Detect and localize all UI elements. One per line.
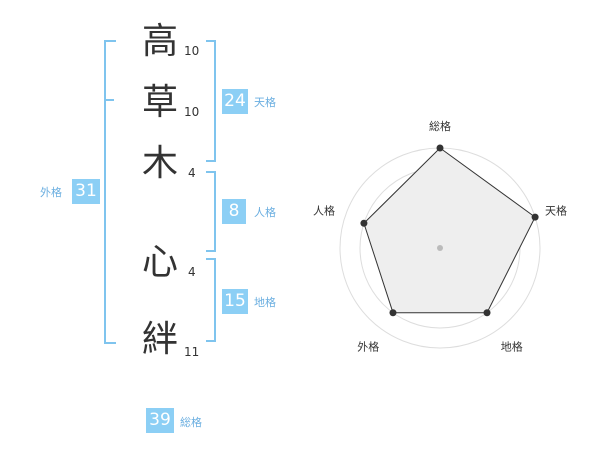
kanji-2: 草 <box>141 82 178 123</box>
jinkaku-bracket <box>206 171 216 252</box>
kanji-5: 絆 <box>141 319 178 360</box>
radar-point-1 <box>436 144 444 152</box>
jinkaku-value: 8 <box>222 199 246 224</box>
tenkaku-label: 天格 <box>254 96 276 109</box>
radar-points <box>360 144 539 317</box>
radar-point-5 <box>360 219 368 227</box>
radar-axis-label-5: 人格 <box>313 203 335 217</box>
radar-polygon <box>363 147 536 314</box>
soukaku-label: 総格 <box>180 416 202 429</box>
gaikaku-value: 31 <box>72 179 100 204</box>
radar-center-dot <box>437 245 443 251</box>
stroke-count-4: 4 <box>188 265 196 279</box>
chikaku-bracket <box>206 258 216 342</box>
stroke-count-2: 10 <box>184 105 200 119</box>
chikaku-value: 15 <box>222 289 248 314</box>
stroke-count-1: 10 <box>184 44 200 58</box>
stroke-count-5: 11 <box>184 345 200 359</box>
chikaku-label: 地格 <box>254 296 276 309</box>
radar-point-4 <box>389 309 397 317</box>
radar-point-2 <box>531 213 539 221</box>
stroke-count-3: 4 <box>188 166 196 180</box>
jinkaku-label: 人格 <box>254 206 276 219</box>
radar-axis-label-1: 総格 <box>429 119 451 133</box>
soukaku-value: 39 <box>146 408 174 433</box>
gaikaku-bracket-tick <box>104 99 114 101</box>
tenkaku-bracket <box>206 40 216 162</box>
radar-point-3 <box>483 309 491 317</box>
gaikaku-bracket <box>104 40 116 344</box>
tenkaku-value: 24 <box>222 89 248 114</box>
gaikaku-label: 外格 <box>40 186 62 199</box>
kanji-4: 心 <box>141 242 178 283</box>
radar-axis-label-3: 地格 <box>501 340 523 354</box>
radar-axis-label-2: 天格 <box>545 203 567 217</box>
kanji-1: 高 <box>141 21 178 62</box>
radar-axis-label-4: 外格 <box>357 340 379 354</box>
kanji-3: 木 <box>141 143 178 184</box>
